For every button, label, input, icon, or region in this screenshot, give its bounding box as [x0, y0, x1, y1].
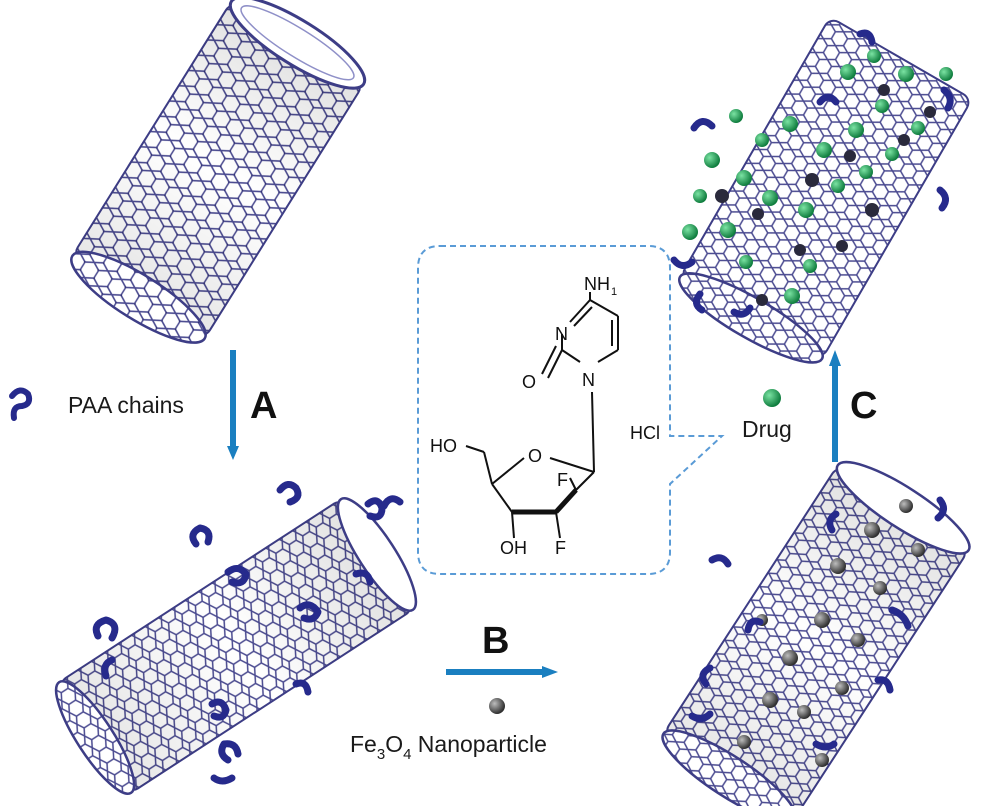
step-c-letter: C — [850, 385, 877, 427]
step-b-letter: B — [482, 620, 509, 662]
paa-functionalized-nanotube — [54, 481, 418, 795]
step-a-letter: A — [250, 385, 277, 427]
drug-molecules-on-tube — [682, 49, 953, 304]
paa-chain-group — [92, 481, 404, 785]
o-symbol: O — [385, 731, 403, 757]
hcl-salt-label: HCl — [630, 423, 660, 443]
step-c-reagent-label: Drug — [742, 416, 792, 442]
step-a-arrow — [227, 350, 239, 460]
ring-n1-label: N — [582, 370, 595, 390]
fluoro-2-label: F — [555, 538, 566, 558]
drug-structure-callout: N H 1 N N O O HO OH F F HCl — [417, 245, 725, 575]
step-c-arrow — [829, 350, 841, 462]
ring-oxygen-label: O — [528, 446, 542, 466]
gemcitabine-structure — [465, 292, 619, 539]
fe3o4-legend-icon — [489, 698, 505, 714]
step-b: B Fe3O4 Nanoparticle — [350, 620, 558, 763]
fe3o4-decorated-nanotube — [661, 460, 971, 806]
drug-legend-icon — [763, 389, 781, 407]
step-a-reagent-label: PAA chains — [68, 392, 184, 418]
o-subscript: 4 — [403, 746, 411, 763]
tube3-dark-spheres — [715, 84, 936, 306]
amine-subscript-label: 1 — [611, 286, 617, 298]
pristine-nanotube — [70, 0, 367, 344]
nanoparticle-word: Nanoparticle — [411, 731, 547, 757]
gemcitabine-atom-labels: N H 1 N N O O HO OH F F HCl — [430, 274, 660, 558]
carbonyl-o-label: O — [522, 372, 536, 392]
step-b-arrow — [446, 666, 558, 678]
step-a: PAA chains A — [9, 350, 277, 460]
tube4-paa-chains — [688, 496, 947, 751]
callout-border — [417, 245, 725, 575]
fe-subscript: 3 — [377, 746, 385, 763]
step-b-reagent-label: Fe3O4 Nanoparticle — [350, 731, 547, 763]
step-c: Drug C — [742, 350, 877, 462]
fluoro-1-label: F — [557, 470, 568, 490]
drug-loaded-nanotube — [670, 19, 970, 364]
ring-n3-label: N — [555, 324, 568, 344]
hydroxyl-label: OH — [500, 538, 527, 558]
tube3-paa-chains — [670, 29, 954, 318]
paa-chain-legend-icon — [9, 387, 33, 421]
amine-n-label: N — [584, 274, 597, 294]
amine-h-label: H — [597, 274, 610, 294]
fe-symbol: Fe — [350, 731, 377, 757]
hydroxymethyl-label: HO — [430, 436, 457, 456]
